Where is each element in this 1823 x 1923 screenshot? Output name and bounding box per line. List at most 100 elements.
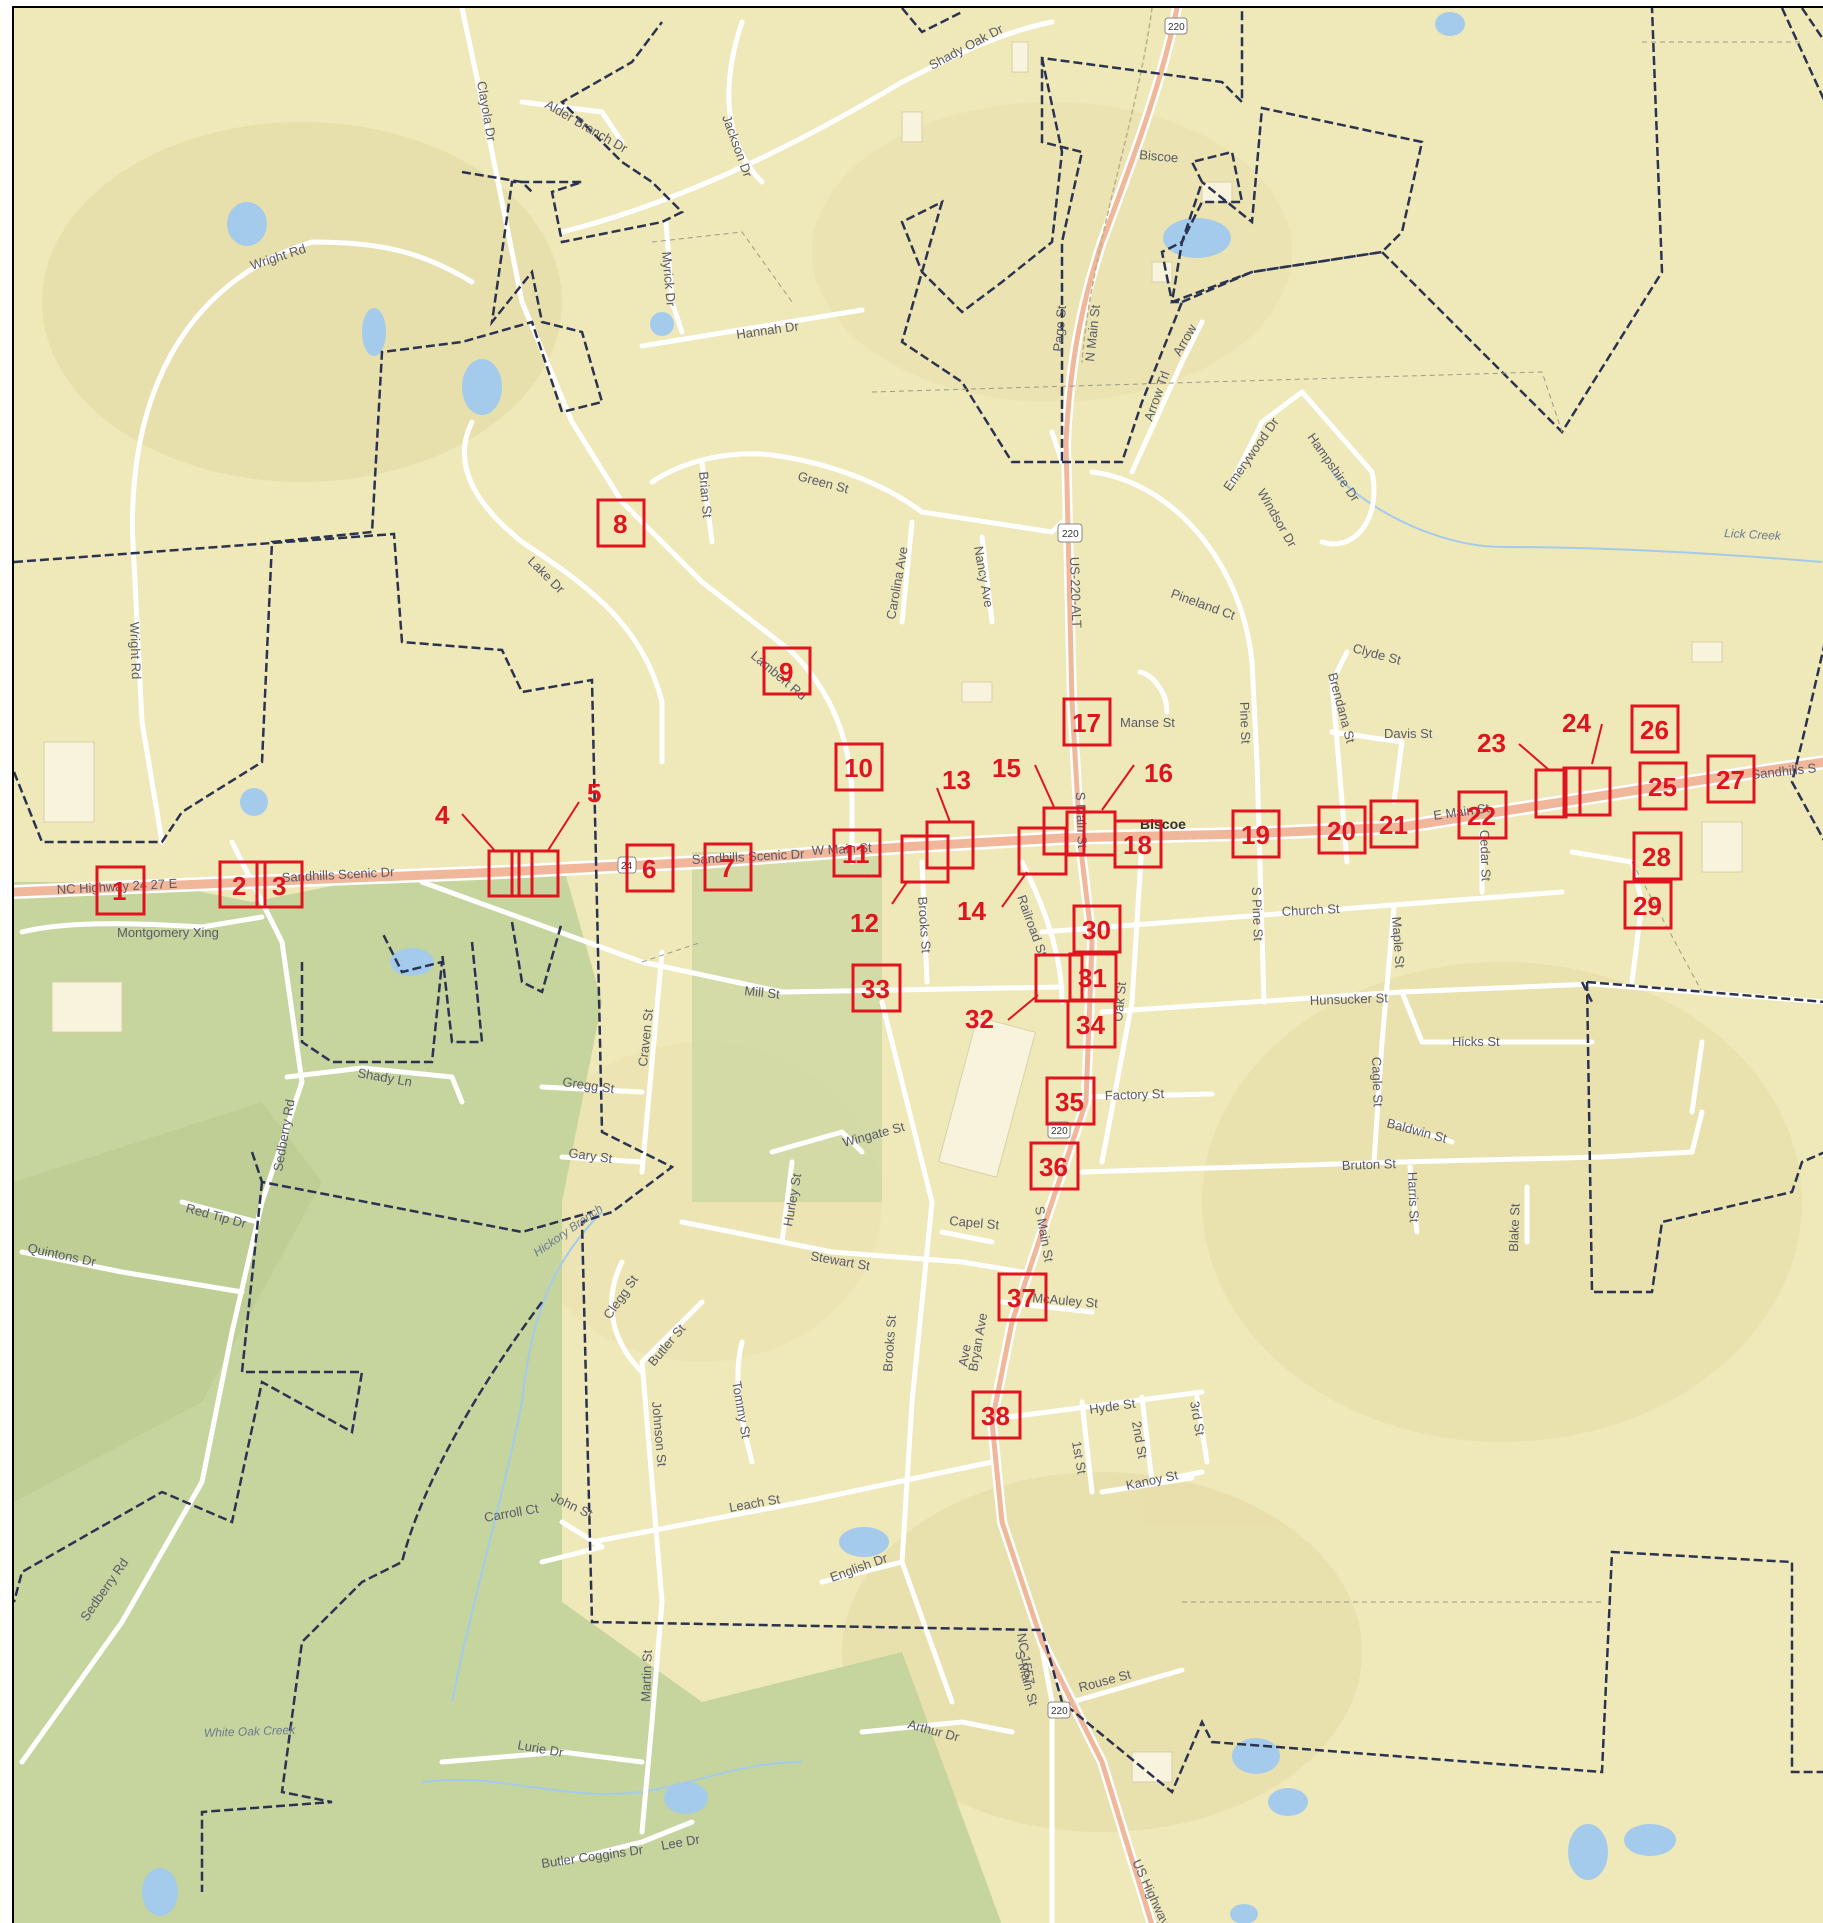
svg-text:38: 38 <box>981 1401 1010 1431</box>
road-label: Lee Dr <box>660 1831 702 1853</box>
shield-icon: 220 <box>1047 1701 1071 1719</box>
forest-area-2 <box>14 1102 322 1502</box>
map-frame[interactable]: NC Highway 24 27 E Sandhills Scenic Dr S… <box>12 6 1823 1923</box>
road-label: Cagle St <box>1369 1057 1386 1108</box>
marker-27[interactable]: 27 <box>1706 754 1756 804</box>
svg-text:8: 8 <box>613 509 627 539</box>
leader-line <box>936 787 951 823</box>
road-label: McAuley St <box>1032 1290 1099 1311</box>
marker-37[interactable]: 37 <box>997 1272 1048 1322</box>
svg-text:33: 33 <box>861 974 890 1004</box>
road-label: 3rd St <box>1187 1400 1208 1437</box>
svg-text:23: 23 <box>1477 728 1506 758</box>
leader-line <box>1101 764 1135 811</box>
marker-18[interactable]: 18 <box>1113 819 1163 869</box>
marker-5[interactable]: 5 <box>530 778 601 898</box>
road-label: Craven St <box>635 1008 656 1067</box>
marker-6[interactable]: 6 <box>625 843 675 893</box>
road-label: N Main St <box>1082 304 1103 363</box>
marker-12[interactable]: 12 <box>850 834 950 938</box>
svg-text:22: 22 <box>1467 801 1496 831</box>
marker-34[interactable]: 34 <box>1066 999 1117 1049</box>
svg-text:10: 10 <box>844 753 873 783</box>
svg-text:11: 11 <box>842 839 870 869</box>
marker-9[interactable]: 9 <box>762 646 812 696</box>
marker-23[interactable]: 23 <box>1477 728 1568 819</box>
road-label: Myrick Dr <box>659 251 679 308</box>
road-label: Davis St <box>1384 726 1433 741</box>
marker-3[interactable]: 3 <box>255 860 304 909</box>
road-label: Brooks St <box>880 1315 899 1373</box>
road-label: Cedar St <box>1477 830 1494 882</box>
leader-line <box>1034 764 1055 808</box>
road-label: NC Highway 24 27 E <box>56 876 178 897</box>
svg-text:220: 220 <box>1062 529 1079 540</box>
city-limits <box>14 8 1823 1892</box>
svg-text:2: 2 <box>232 871 246 901</box>
marker-4[interactable]: 4 <box>435 800 534 898</box>
leader-line <box>461 813 497 853</box>
svg-text:1: 1 <box>112 876 126 906</box>
marker-32[interactable]: 32 <box>965 953 1084 1034</box>
svg-text:18: 18 <box>1123 830 1152 860</box>
road-label: Hyde St <box>1088 1396 1136 1417</box>
svg-text:37: 37 <box>1007 1283 1036 1313</box>
road-label: Ave <box>955 1343 974 1367</box>
marker-28[interactable]: 28 <box>1632 831 1683 881</box>
marker-22[interactable]: 22 <box>1457 790 1508 840</box>
marker-20[interactable]: 20 <box>1317 805 1367 855</box>
svg-text:36: 36 <box>1039 1152 1068 1182</box>
marker-13[interactable]: 13 <box>925 765 975 870</box>
svg-text:15: 15 <box>992 753 1021 783</box>
marker-26[interactable]: 26 <box>1630 704 1680 754</box>
marker-33[interactable]: 33 <box>851 963 902 1013</box>
map-canvas[interactable]: NC Highway 24 27 E Sandhills Scenic Dr S… <box>14 8 1823 1923</box>
road-label: Capel St <box>949 1213 1000 1232</box>
leader-line <box>546 801 580 853</box>
road-label: Biscoe <box>1139 147 1179 165</box>
road-label: Bruton St <box>1342 1156 1397 1173</box>
marker-24[interactable]: 24 <box>1562 708 1612 817</box>
marker-19[interactable]: 19 <box>1231 809 1281 859</box>
shield-icon: 220 <box>1057 523 1083 543</box>
marker-8[interactable]: 8 <box>596 498 646 548</box>
marker-29[interactable]: 29 <box>1623 880 1673 930</box>
leader-line <box>1001 871 1028 908</box>
road-label: Montgomery Xing <box>117 925 219 940</box>
markers: 1 2 3 4 5 6 7 8 9 10 11 12 13 14 15 16 1… <box>95 498 1756 1440</box>
road-label: Blake St <box>1506 1203 1523 1252</box>
svg-text:16: 16 <box>1144 758 1173 788</box>
marker-11[interactable]: 11 <box>832 828 882 878</box>
leader-line <box>891 881 908 905</box>
road-label: Factory St <box>1105 1086 1165 1103</box>
road-label: S Pine St <box>1249 887 1266 942</box>
local-roads <box>19 8 1823 1923</box>
marker-17[interactable]: 17 <box>1062 697 1112 747</box>
svg-text:27: 27 <box>1716 765 1745 795</box>
marker-35[interactable]: 35 <box>1045 1076 1096 1126</box>
svg-text:34: 34 <box>1076 1010 1105 1040</box>
marker-10[interactable]: 10 <box>834 742 884 792</box>
road-label: Mill St <box>744 983 781 1002</box>
marker-7[interactable]: 7 <box>703 842 753 892</box>
marker-1[interactable]: 1 <box>95 865 146 916</box>
svg-text:21: 21 <box>1379 810 1408 840</box>
svg-text:17: 17 <box>1072 708 1101 738</box>
marker-21[interactable]: 21 <box>1369 799 1419 849</box>
marker-25[interactable]: 25 <box>1638 761 1688 811</box>
road-label: Manse St <box>1120 715 1175 730</box>
road-label: 1st St <box>1069 1440 1090 1476</box>
svg-text:14: 14 <box>957 896 986 926</box>
marker-30[interactable]: 30 <box>1072 904 1122 954</box>
road-label: Brooks St <box>915 896 934 954</box>
road-label: S Main St <box>1073 792 1090 849</box>
water-bodies <box>142 12 1676 1923</box>
marker-38[interactable]: 38 <box>971 1390 1022 1440</box>
road-label: Gregg St <box>562 1074 616 1096</box>
road-label: Hunsucker St <box>1310 990 1389 1008</box>
marker-2[interactable]: 2 <box>218 860 267 909</box>
road-label: Sandhills Scenic Dr <box>281 864 395 885</box>
marker-15[interactable]: 15 <box>992 753 1086 856</box>
marker-36[interactable]: 36 <box>1029 1141 1080 1191</box>
shield-icon: 220 <box>1164 17 1188 35</box>
